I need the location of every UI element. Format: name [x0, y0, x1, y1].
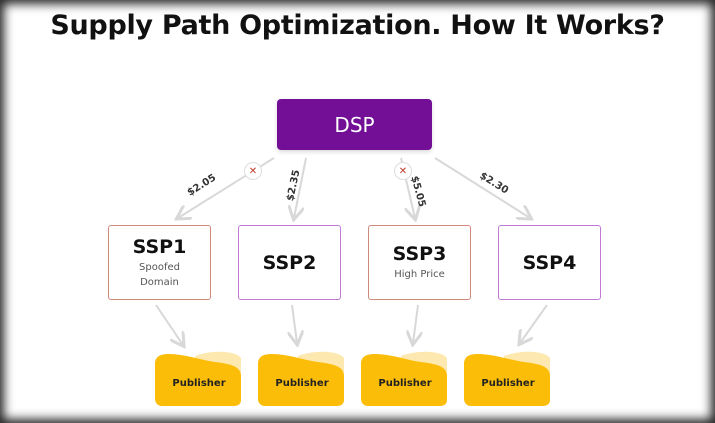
- arrow-ssp1-publisher: [155, 304, 183, 345]
- ssp-name: SSP1: [132, 235, 187, 258]
- publisher-label: Publisher: [481, 378, 535, 389]
- arrow-ssp2-publisher: [292, 304, 297, 343]
- ssp-node-ssp2: SSP2: [238, 225, 341, 300]
- publisher-node: Publisher: [258, 350, 346, 406]
- arrow-ssp3-publisher: [413, 304, 418, 343]
- publisher-label: Publisher: [275, 378, 329, 389]
- ssp-name: SSP4: [522, 251, 577, 274]
- dsp-label: DSP: [334, 112, 375, 137]
- ssp-note-line: Spoofed: [139, 261, 180, 273]
- ssp-note-line: Domain: [140, 276, 179, 288]
- publisher-folder-icon: [361, 351, 447, 406]
- close-x-icon: ✕: [394, 162, 412, 180]
- ssp-note: High Price: [394, 269, 445, 280]
- close-x-icon: ✕: [244, 162, 262, 180]
- dsp-node: DSP: [277, 99, 432, 150]
- publisher-folder-icon: [464, 351, 550, 406]
- publisher-label: Publisher: [378, 378, 432, 389]
- publisher-folder-icon: [258, 351, 344, 406]
- ssp-name: SSP2: [262, 251, 317, 274]
- publisher-label: Publisher: [172, 378, 226, 389]
- ssp-node-ssp1: SSP1 Spoofed Domain: [108, 225, 211, 300]
- publisher-node: Publisher: [464, 350, 552, 406]
- publisher-folder-icon: [155, 351, 241, 406]
- ssp-note: Spoofed Domain: [139, 260, 180, 290]
- page-title: Supply Path Optimization. How It Works?: [50, 10, 665, 41]
- publisher-node: Publisher: [361, 350, 449, 406]
- arrow-dsp-ssp4: [434, 157, 530, 218]
- ssp-name: SSP3: [392, 243, 447, 265]
- ssp-node-ssp3: SSP3 High Price: [368, 225, 471, 300]
- ssp-node-ssp4: SSP4: [498, 225, 601, 300]
- publisher-node: Publisher: [155, 350, 243, 406]
- arrow-dsp-ssp2: [294, 157, 307, 218]
- arrow-ssp4-publisher: [520, 304, 548, 343]
